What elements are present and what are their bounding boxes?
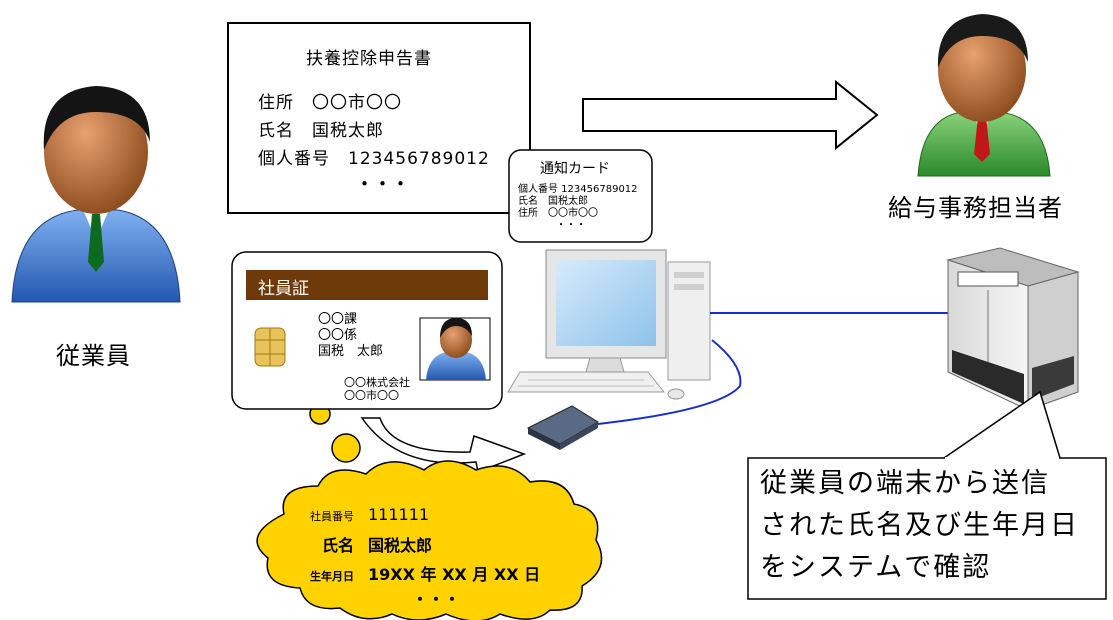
payroll-clerk-avatar-icon (917, 14, 1051, 177)
id-card-section: 〇〇係 (318, 328, 358, 343)
declaration-ellipsis: ・・・ (356, 175, 410, 195)
cloud-birthdate-value: 19XX 年 XX 月 XX 日 (368, 565, 541, 584)
name-value: 国税太郎 (312, 121, 384, 141)
thought-bubble-large (331, 433, 361, 463)
notification-card-number: 個人番号 123456789012 (518, 184, 638, 195)
id-card-name: 国税 太郎 (318, 344, 384, 359)
address-label: 住所 (258, 93, 294, 113)
employee-data-cloud (256, 460, 603, 620)
callout-pointer (943, 390, 1061, 459)
number-value: 123456789012 (348, 149, 490, 169)
desktop-computer-icon (507, 249, 711, 400)
card-reader-icon (526, 405, 599, 450)
flow-arrow-to-payroll (582, 79, 879, 151)
employee-avatar-icon (11, 86, 181, 303)
id-card-city: 〇〇市〇〇 (344, 389, 399, 402)
employee-label: 従業員 (56, 342, 131, 370)
declaration-document (227, 22, 531, 214)
notification-card (508, 149, 653, 243)
declaration-number-row: 個人番号 123456789012 (258, 144, 490, 169)
cloud-name-value: 国税太郎 (368, 536, 433, 555)
ic-chip-icon (254, 327, 286, 367)
declaration-name-row: 氏名 国税太郎 (258, 116, 384, 141)
notification-card-title: 通知カード (540, 161, 610, 177)
id-photo-icon (419, 317, 491, 381)
number-label: 個人番号 (258, 149, 330, 169)
cloud-name-label: 氏名 (321, 536, 354, 555)
cloud-employee-number-row: 社員番号 111111 (292, 505, 429, 524)
payroll-clerk-label: 給与事務担当者 (888, 194, 1063, 222)
id-card-company: 〇〇株式会社 (344, 376, 410, 389)
cloud-ellipsis: ・・・ (412, 590, 461, 609)
callout-line-1: 従業員の端末から送信 (760, 468, 1050, 499)
server-rack-icon (946, 247, 1080, 411)
id-card-header: 社員証 (258, 279, 309, 299)
notification-card-name: 氏名 国税太郎 (518, 196, 588, 207)
cloud-employee-number-label: 社員番号 (310, 510, 354, 523)
cloud-birthdate-label: 生年月日 (310, 570, 354, 583)
id-card-division: 〇〇課 (318, 312, 358, 327)
declaration-title: 扶養控除申告書 (306, 49, 432, 69)
callout-box (747, 457, 1107, 600)
name-label: 氏名 (258, 121, 294, 141)
address-value: 〇〇市〇〇 (312, 93, 402, 113)
callout-line-2: された氏名及び生年月日 (760, 510, 1079, 541)
cloud-birthdate-row: 生年月日 19XX 年 XX 月 XX 日 (292, 561, 540, 585)
reader-cable (597, 339, 742, 425)
cloud-name-row: 氏名国税太郎 (292, 532, 432, 556)
employee-id-card (231, 251, 503, 410)
notification-card-address: 住所 〇〇市〇〇 (518, 208, 598, 219)
declaration-address-row: 住所 〇〇市〇〇 (258, 88, 402, 113)
notification-card-ellipsis: ・・・ (556, 220, 586, 231)
cloud-employee-number-value: 111111 (368, 505, 430, 524)
callout-line-3: をシステムで確認 (760, 552, 992, 583)
